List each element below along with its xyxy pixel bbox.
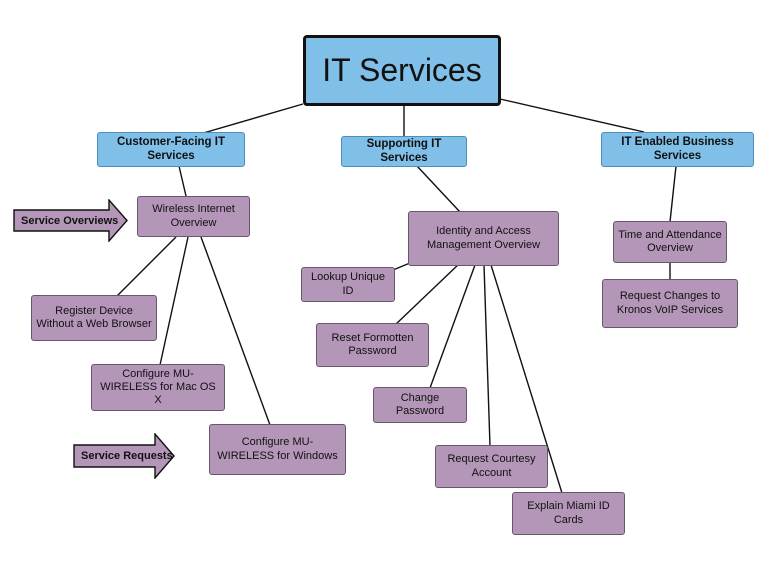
connector-root-business xyxy=(499,98,645,133)
node-lookup-id-label: Lookup Unique ID xyxy=(310,271,385,297)
node-identity-overview-label: Identity and Access Management Overview xyxy=(426,225,541,251)
node-time-attendance: Time and Attendance Overview xyxy=(613,221,727,263)
category-customer-facing-label: Customer-Facing IT Services xyxy=(117,135,225,162)
connector-wireless-mac xyxy=(159,236,189,366)
connector-root-customer xyxy=(199,103,304,135)
connector-supporting-identity xyxy=(416,165,461,213)
node-reset-password: Reset Formotten Password xyxy=(316,323,429,367)
category-supporting-label: Supporting IT Services xyxy=(366,137,442,164)
node-courtesy-account-label: Request Courtesy Account xyxy=(447,453,536,479)
connector-customer-wireless xyxy=(178,165,187,197)
arrow-right-icon xyxy=(73,433,175,479)
node-configure-windows-label: Configure MU-WIRELESS for Windows xyxy=(217,436,338,462)
node-identity-overview: Identity and Access Management Overview xyxy=(408,211,559,266)
node-change-password-label: Change Password xyxy=(395,391,445,417)
root-node-it-services: IT Services xyxy=(303,35,501,106)
node-miami-id-label: Explain Miami ID Cards xyxy=(527,500,610,526)
node-lookup-id: Lookup Unique ID xyxy=(301,267,395,302)
node-kronos-label: Request Changes to Kronos VoIP Services xyxy=(616,290,724,316)
connector-wireless-windows xyxy=(200,236,271,426)
node-courtesy-account: Request Courtesy Account xyxy=(435,445,548,488)
node-reset-password-label: Reset Formotten Password xyxy=(331,331,414,357)
connector-identity-courtesy xyxy=(483,264,491,447)
connector-wireless-register xyxy=(116,236,177,297)
category-customer-facing: Customer-Facing IT Services xyxy=(97,132,245,167)
root-label: IT Services xyxy=(322,52,482,89)
arrow-right-icon xyxy=(13,199,128,242)
node-register-device: Register Device Without a Web Browser xyxy=(31,295,157,341)
category-business: IT Enabled Business Services xyxy=(601,132,754,167)
connector-identity-lookup xyxy=(392,262,411,271)
node-register-device-label: Register Device Without a Web Browser xyxy=(36,304,152,330)
node-configure-windows: Configure MU-WIRELESS for Windows xyxy=(209,424,346,475)
arrow-service-overviews-label: Service Overviews xyxy=(21,214,119,227)
arrow-service-requests: Service Requests xyxy=(73,433,175,479)
node-configure-mac-label: Configure MU-WIRELESS for Mac OS X xyxy=(100,367,216,407)
node-kronos: Request Changes to Kronos VoIP Services xyxy=(602,279,738,328)
category-business-label: IT Enabled Business Services xyxy=(621,135,734,162)
connector-identity-miami xyxy=(490,264,563,494)
node-change-password: Change Password xyxy=(373,387,467,423)
node-configure-mac: Configure MU-WIRELESS for Mac OS X xyxy=(91,364,225,411)
arrow-service-requests-label: Service Requests xyxy=(81,450,173,462)
node-wireless-overview: Wireless Internet Overview xyxy=(137,196,250,237)
category-supporting: Supporting IT Services xyxy=(341,136,467,167)
node-time-attendance-label: Time and Attendance Overview xyxy=(618,228,722,254)
connector-identity-change xyxy=(429,264,476,389)
node-miami-id: Explain Miami ID Cards xyxy=(512,492,625,535)
connector-business-time xyxy=(669,165,677,223)
connector-identity-reset xyxy=(394,262,461,326)
arrow-service-overviews: Service Overviews xyxy=(13,199,128,242)
node-wireless-overview-label: Wireless Internet Overview xyxy=(152,203,235,229)
